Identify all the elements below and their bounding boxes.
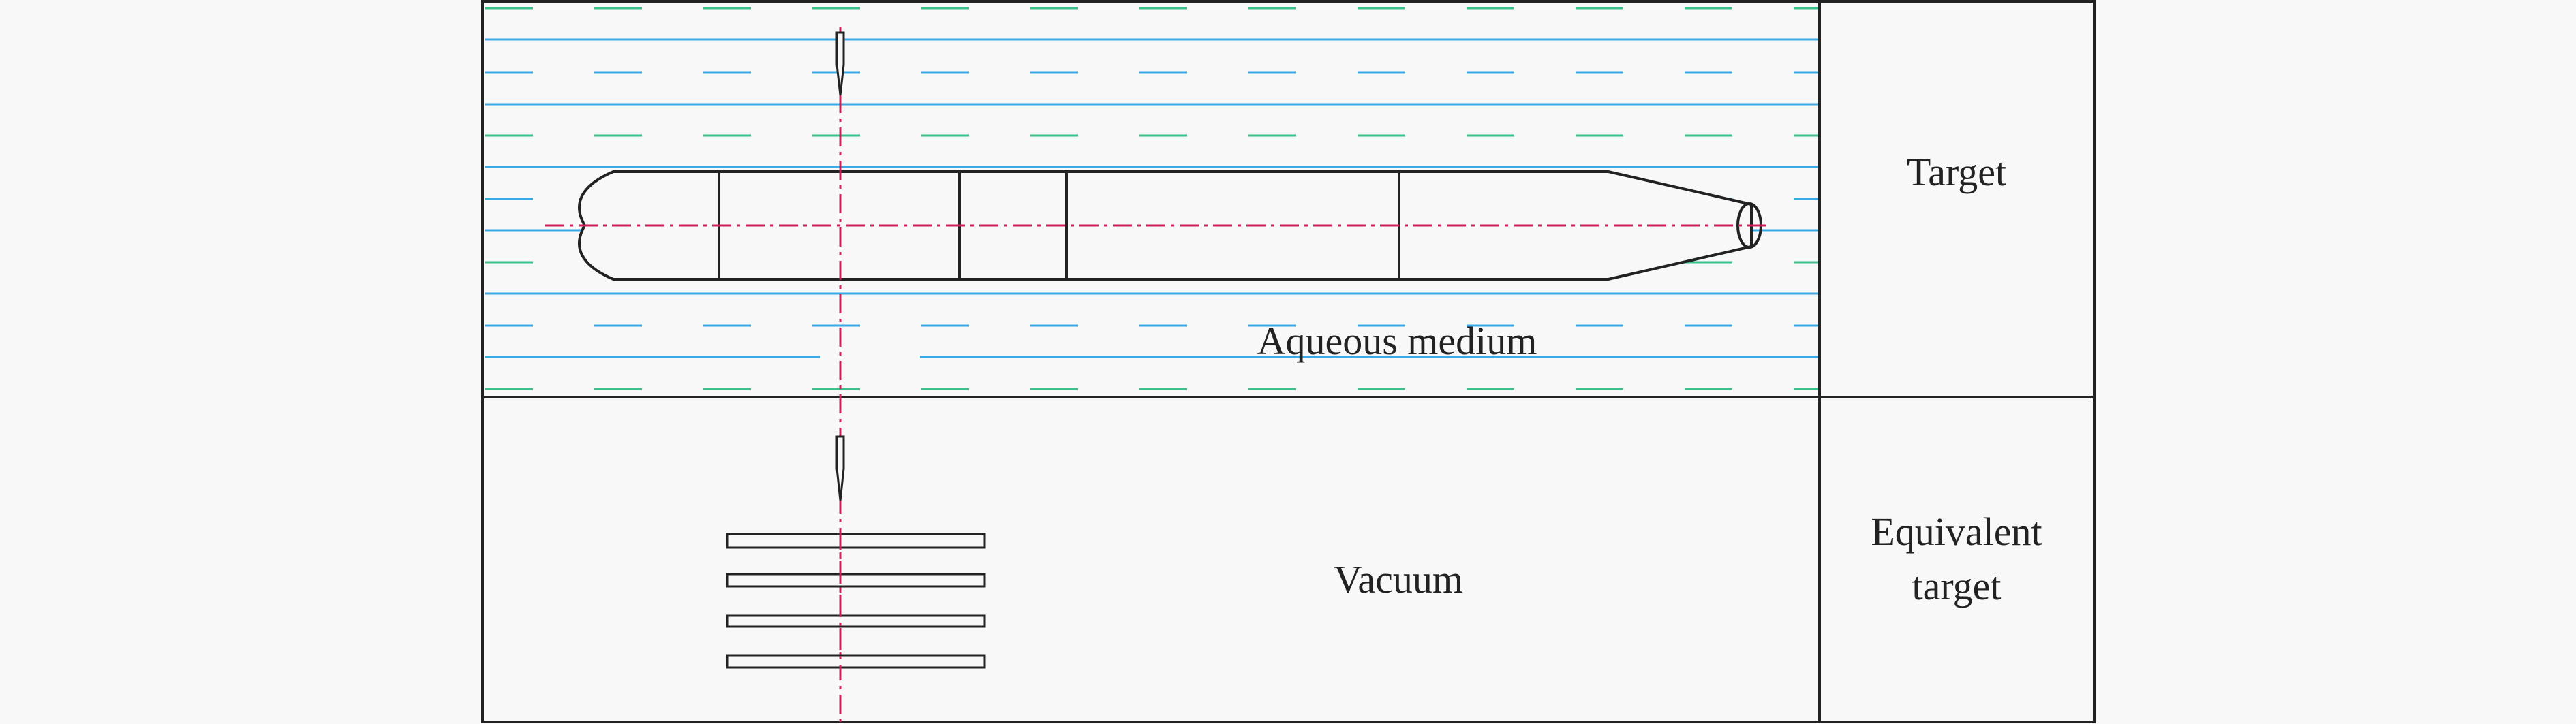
penetrator-vacuum [835,435,845,501]
penetrator-top [835,31,845,96]
outer-frame [481,0,2096,723]
label-vacuum: Vacuum [1334,557,1463,601]
plate-4 [726,654,986,669]
label-target: Target [1907,150,2006,194]
plate-1 [726,533,986,549]
label-equivalent-target-line2: target [1912,564,2002,608]
label-aqueous-medium: Aqueous medium [1257,319,1537,363]
torpedo-outline [578,170,1753,281]
plate-3 [726,614,986,628]
frame [481,0,2096,723]
label-equivalent-target-line1: Equivalent [1871,509,2042,554]
plate-2 [726,573,986,588]
equivalent-plates [726,533,986,669]
